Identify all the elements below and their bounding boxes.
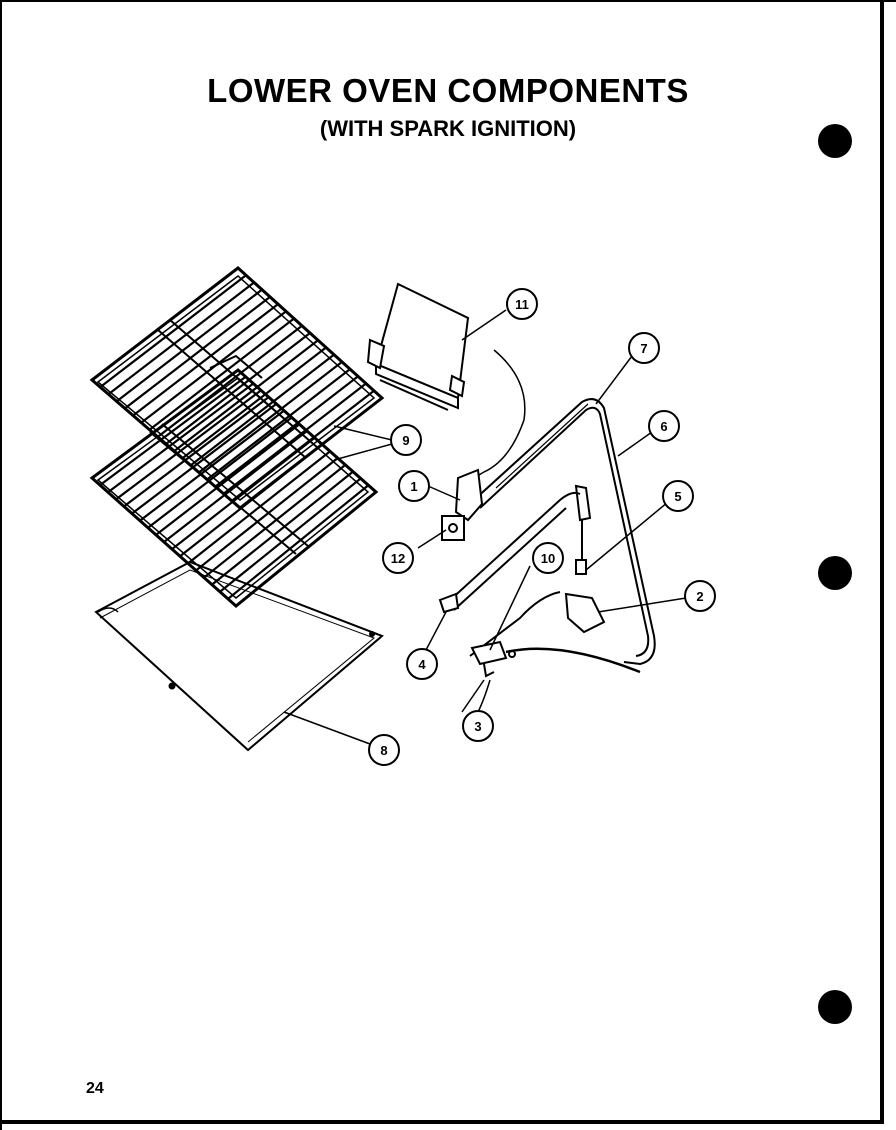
binder-hole-bottom [818,990,852,1024]
spark-ignition-module [366,282,526,501]
oven-bottom-panel [94,560,384,752]
callout-6: 6 [648,410,680,442]
page-title: LOWER OVEN COMPONENTS [207,72,689,109]
rack-wire [99,274,247,388]
rack-wire [222,382,367,495]
rack-wire [214,375,359,488]
page-number: 24 [86,1080,104,1097]
callout-11: 11 [506,288,538,320]
callout-label: 12 [391,551,405,566]
rack-wire [171,436,316,550]
rack-wire [132,303,279,417]
rack-wire [227,484,370,600]
rack-wire [181,346,327,460]
oven-rack-upper [89,266,385,510]
rack-wire [195,457,339,572]
rack-wire [148,317,295,431]
callout-label: 5 [674,489,681,504]
rack-wire [189,353,335,467]
rack-wire [124,296,271,410]
rack-wire [107,382,254,494]
rack-wire [206,368,351,481]
callout-9: 9 [390,424,422,456]
rack-wire [107,281,255,396]
callout-label: 7 [640,341,647,356]
callout-label: 4 [418,657,426,672]
callout-label: 10 [541,551,555,566]
callout-7: 7 [628,332,660,364]
rack-wire [115,389,262,501]
rack-wire [203,464,347,579]
callout-12: 12 [382,542,414,574]
rack-wire [165,332,311,445]
top-border [0,0,896,2]
leader-lines [283,309,687,745]
rack-wire [219,477,362,593]
burner-assembly [438,398,656,713]
rack-wire [115,288,263,403]
callout-label: 9 [402,433,409,448]
callout-10: 10 [532,542,564,574]
rack-wire [99,375,247,486]
callout-label: 6 [660,419,667,434]
callout-2: 2 [684,580,716,612]
rack-wire [187,450,331,565]
rack-wire [173,339,319,452]
callout-8: 8 [368,734,400,766]
left-border [0,0,2,1130]
page-subtitle: (WITH SPARK IGNITION) [319,116,577,141]
callout-label: 1 [410,479,417,494]
rack-wire [211,470,354,586]
rack-wire [198,361,343,474]
rack-wire [179,443,324,558]
callout-label: 8 [380,743,387,758]
binder-hole-top [818,124,852,158]
callout-label: 11 [515,297,529,312]
callout-5: 5 [662,480,694,512]
callout-4: 4 [406,648,438,680]
callout-1: 1 [398,470,430,502]
callout-label: 2 [696,589,703,604]
binder-hole-middle [818,556,852,590]
callout-label: 3 [474,719,481,734]
callout-3: 3 [462,710,494,742]
